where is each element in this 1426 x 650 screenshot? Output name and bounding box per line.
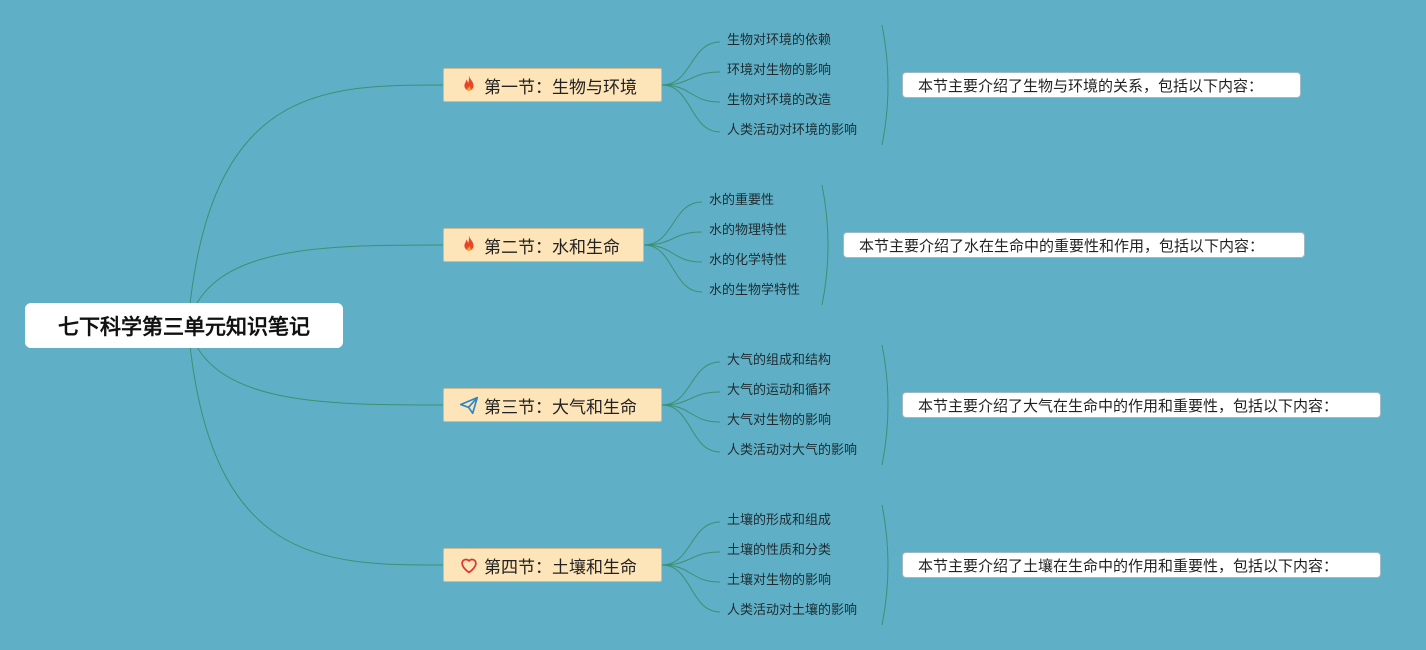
- section-1-summary-text: 本节主要介绍了生物与环境的关系，包括以下内容：: [918, 76, 1264, 95]
- root-to-section-3-line: [187, 324, 444, 406]
- section-1-to-topic-3-line: [661, 84, 721, 103]
- root-topic-label: 七下科学第三单元知识笔记: [58, 314, 310, 339]
- root-to-section-2-line: [187, 244, 444, 326]
- section-3-topic-3[interactable]: 大气对生物的影响: [727, 413, 832, 428]
- root-to-section-1-line: [187, 84, 444, 326]
- section-3-topic-4[interactable]: 人类活动对大气的影响: [727, 443, 858, 458]
- section-4-bracket: [881, 504, 889, 626]
- section-2-title: 第二节：水和生命: [484, 237, 620, 258]
- section-3-title: 第三节：大气和生命: [484, 397, 637, 418]
- section-1-bracket: [881, 24, 889, 146]
- section-3-summary[interactable]: 本节主要介绍了大气在生命中的作用和重要性，包括以下内容：: [902, 392, 1381, 418]
- section-2-to-topic-1-line: [643, 201, 703, 246]
- section-3-to-topic-2-line: [661, 391, 721, 406]
- section-4-node[interactable]: 第四节：土壤和生命: [443, 548, 662, 582]
- fire-icon: [458, 234, 480, 256]
- paper-plane-icon: [458, 394, 480, 416]
- section-2-topic-1[interactable]: 水的重要性: [709, 193, 775, 208]
- section-4-topic-4[interactable]: 人类活动对土壤的影响: [727, 603, 858, 618]
- section-2-to-topic-4-line: [643, 244, 703, 293]
- section-3-node[interactable]: 第三节：大气和生命: [443, 388, 662, 422]
- section-4-topic-1[interactable]: 土壤的形成和组成: [727, 513, 832, 528]
- section-3-to-topic-4-line: [661, 404, 721, 453]
- section-4-summary-text: 本节主要介绍了土壤在生命中的作用和重要性，包括以下内容：: [918, 556, 1339, 575]
- section-1-to-topic-1-line: [661, 41, 721, 86]
- section-3-bracket: [881, 344, 889, 466]
- section-1-to-topic-4-line: [661, 84, 721, 133]
- section-3-topic-1[interactable]: 大气的组成和结构: [727, 353, 832, 368]
- section-2-summary[interactable]: 本节主要介绍了水在生命中的重要性和作用，包括以下内容：: [843, 232, 1305, 258]
- section-1-title: 第一节：生物与环境: [484, 77, 637, 98]
- section-1-topic-3[interactable]: 生物对环境的改造: [727, 93, 832, 108]
- section-4-title: 第四节：土壤和生命: [484, 557, 637, 578]
- section-4-topic-2[interactable]: 土壤的性质和分类: [727, 543, 832, 558]
- section-3-summary-text: 本节主要介绍了大气在生命中的作用和重要性，包括以下内容：: [918, 396, 1339, 415]
- section-4-to-topic-3-line: [661, 564, 721, 583]
- section-2-node[interactable]: 第二节：水和生命: [443, 228, 644, 262]
- section-3-to-topic-3-line: [661, 404, 721, 423]
- section-2-summary-text: 本节主要介绍了水在生命中的重要性和作用，包括以下内容：: [859, 236, 1265, 255]
- section-4-to-topic-1-line: [661, 521, 721, 566]
- section-4-to-topic-2-line: [661, 551, 721, 566]
- section-3-to-topic-1-line: [661, 361, 721, 406]
- section-4-topic-3[interactable]: 土壤对生物的影响: [727, 573, 832, 588]
- section-1-summary[interactable]: 本节主要介绍了生物与环境的关系，包括以下内容：: [902, 72, 1301, 98]
- section-1-topic-1[interactable]: 生物对环境的依赖: [727, 33, 832, 48]
- fire-icon: [458, 74, 480, 96]
- section-1-topic-2[interactable]: 环境对生物的影响: [727, 63, 832, 78]
- section-2-to-topic-2-line: [643, 231, 703, 246]
- section-4-to-topic-4-line: [661, 564, 721, 613]
- section-2-bracket: [821, 184, 829, 306]
- section-4-summary[interactable]: 本节主要介绍了土壤在生命中的作用和重要性，包括以下内容：: [902, 552, 1381, 578]
- section-2-topic-4[interactable]: 水的生物学特性: [709, 283, 801, 298]
- section-2-topic-3[interactable]: 水的化学特性: [709, 253, 788, 268]
- section-1-to-topic-2-line: [661, 71, 721, 86]
- section-3-topic-2[interactable]: 大气的运动和循环: [727, 383, 832, 398]
- section-1-node[interactable]: 第一节：生物与环境: [443, 68, 662, 102]
- section-1-topic-4[interactable]: 人类活动对环境的影响: [727, 123, 858, 138]
- root-to-section-4-line: [187, 324, 444, 566]
- section-2-to-topic-3-line: [643, 244, 703, 263]
- section-2-topic-2[interactable]: 水的物理特性: [709, 223, 788, 238]
- heart-icon: [458, 554, 480, 576]
- root-topic[interactable]: 七下科学第三单元知识笔记: [25, 303, 343, 348]
